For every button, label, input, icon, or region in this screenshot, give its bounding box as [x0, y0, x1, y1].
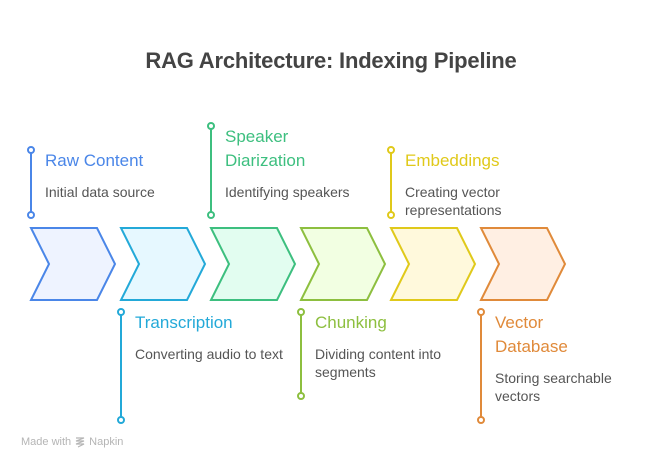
connector-end-dot: [297, 392, 305, 400]
step-title: Transcription: [135, 313, 233, 332]
connector-2: [117, 308, 125, 424]
connector-start-dot: [27, 146, 35, 154]
chevron-step-4: [299, 227, 387, 301]
connector-5: [387, 146, 395, 219]
connector-6: [477, 308, 485, 424]
chevron-step-3: [209, 227, 297, 301]
connector-4: [297, 308, 305, 400]
connector-end-dot: [477, 416, 485, 424]
connector-1: [27, 146, 35, 219]
step-description: Storing searchable vectors: [495, 370, 612, 404]
step-description: Creating vector representations: [405, 184, 502, 218]
step-title: Speaker Diarization: [225, 127, 306, 170]
step-title: Chunking: [315, 313, 387, 332]
step-title: Raw Content: [45, 151, 144, 170]
connector-start-dot: [117, 308, 125, 316]
connector-3: [207, 122, 215, 219]
chevron-step-1: [29, 227, 117, 301]
step-title: Vector Database: [495, 313, 568, 356]
footer-watermark[interactable]: Made with Napkin: [21, 436, 123, 448]
connector-start-dot: [477, 308, 485, 316]
diagram-title: RAG Architecture: Indexing Pipeline: [145, 48, 517, 73]
chevron-step-2: [119, 227, 207, 301]
footer-prefix: Made with: [21, 436, 72, 448]
connector-start-dot: [207, 122, 215, 130]
step-description: Identifying speakers: [225, 184, 350, 200]
step-description: Initial data source: [45, 184, 155, 200]
connector-start-dot: [297, 308, 305, 316]
footer-brand: Napkin: [89, 436, 124, 448]
napkin-logo-icon: [75, 436, 85, 448]
chevron-step-6: [479, 227, 567, 301]
connector-start-dot: [387, 146, 395, 154]
chevron-step-5: [389, 227, 477, 301]
step-description: Converting audio to text: [135, 346, 283, 362]
connector-end-dot: [117, 416, 125, 424]
connector-end-dot: [27, 211, 35, 219]
connector-end-dot: [387, 211, 395, 219]
connector-end-dot: [207, 211, 215, 219]
step-title: Embeddings: [405, 151, 500, 170]
step-description: Dividing content into segments: [315, 346, 442, 380]
